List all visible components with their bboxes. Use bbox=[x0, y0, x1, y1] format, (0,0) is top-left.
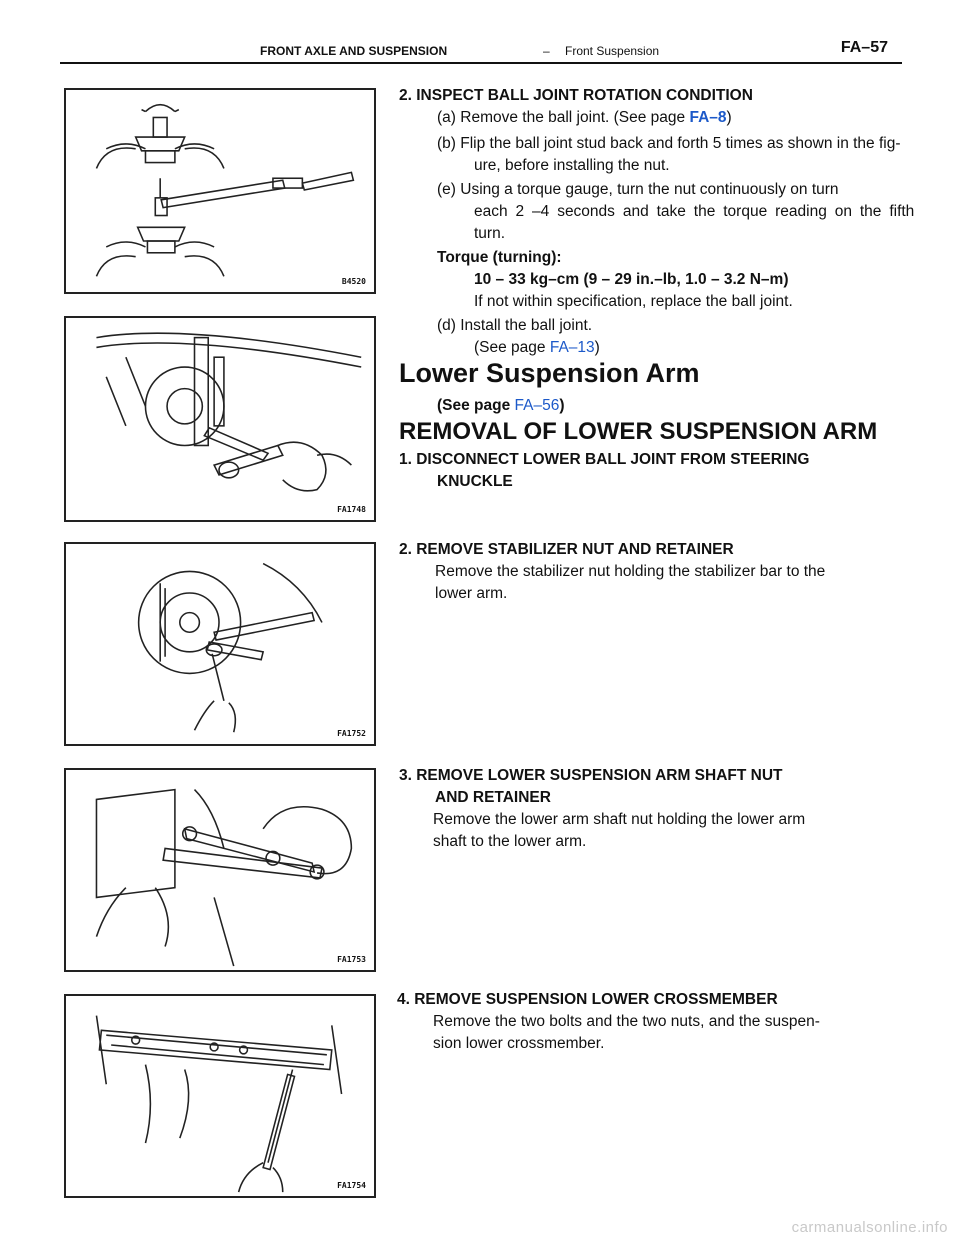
section-see-page-close: ) bbox=[559, 397, 565, 414]
figure-code: B4520 bbox=[341, 277, 366, 286]
inspect-step-a-text: (a) Remove the ball joint. (See page bbox=[437, 109, 690, 126]
header-section-title: FRONT AXLE AND SUSPENSION bbox=[260, 44, 448, 58]
step-3-line4: shaft to the lower arm. bbox=[433, 833, 587, 850]
step-4-heading: 4. REMOVE SUSPENSION LOWER CROSSMEMBER bbox=[397, 991, 778, 1008]
torque-label: Torque (turning): bbox=[437, 249, 562, 266]
watermark-text: carmanualsonline.info bbox=[791, 1219, 948, 1236]
step-2-line1: Remove the stabilizer nut holding the st… bbox=[435, 563, 826, 580]
figure-lower-arm-shaft: FA1753 bbox=[64, 768, 376, 972]
header-separator: – bbox=[543, 44, 550, 58]
page-number: FA–57 bbox=[840, 39, 888, 56]
figure-code: FA1748 bbox=[337, 505, 366, 514]
ball-joint-illustration bbox=[95, 103, 355, 277]
inspect-heading: 2. INSPECT BALL JOINT ROTATION CONDITION bbox=[399, 87, 753, 104]
inspect-step-d-ref: (See page FA–13) bbox=[474, 338, 600, 358]
torque-value: 10 – 33 kg–cm (9 – 29 in.–lb, 1.0 – 3.2 … bbox=[474, 271, 789, 288]
figure-lower-crossmember: FA1754 bbox=[64, 994, 376, 1198]
step-2-line2: lower arm. bbox=[435, 585, 508, 602]
lower-arm-shaft-illustration bbox=[95, 788, 353, 967]
section-see-page: (See page FA–56) bbox=[437, 396, 565, 416]
torque-note: If not within specification, replace the… bbox=[474, 293, 793, 310]
figure-steering-knuckle: FA1748 bbox=[64, 316, 376, 522]
page-link-fa-13[interactable]: FA–13 bbox=[549, 339, 595, 356]
header-subsection-title: Front Suspension bbox=[565, 44, 660, 58]
page-header: FRONT AXLE AND SUSPENSION – Front Suspen… bbox=[60, 39, 902, 64]
step-3-line3: Remove the lower arm shaft nut holding t… bbox=[433, 811, 806, 828]
steering-knuckle-illustration bbox=[96, 332, 362, 492]
page-link-fa-56[interactable]: FA–56 bbox=[514, 397, 560, 414]
page-link-fa-8[interactable]: FA–8 bbox=[689, 109, 727, 126]
inspect-step-a-close: ) bbox=[726, 109, 732, 126]
step-4-line2: sion lower crossmember. bbox=[433, 1035, 605, 1052]
figure-code: FA1752 bbox=[337, 729, 366, 738]
inspect-step-b-line2: ure, before installing the nut. bbox=[474, 157, 670, 174]
figure-code: FA1753 bbox=[337, 955, 366, 964]
inspect-step-e-line3: turn. bbox=[474, 225, 506, 242]
inspect-step-d-ref-close: ) bbox=[594, 339, 600, 356]
removal-title: REMOVAL OF LOWER SUSPENSION ARM bbox=[399, 418, 878, 445]
step-3-line1: 3. REMOVE LOWER SUSPENSION ARM SHAFT NUT bbox=[399, 767, 783, 784]
inspect-step-b-line1: (b) Flip the ball joint stud back and fo… bbox=[437, 135, 901, 152]
inspect-step-a: (a) Remove the ball joint. (See page FA–… bbox=[437, 108, 732, 128]
step-1-line2: KNUCKLE bbox=[437, 473, 513, 490]
figure-code: FA1754 bbox=[337, 1181, 366, 1190]
step-4-line1: Remove the two bolts and the two nuts, a… bbox=[433, 1013, 820, 1030]
figure-stabilizer-nut: FA1752 bbox=[64, 542, 376, 746]
inspect-step-e-line1: (e) Using a torque gauge, turn the nut c… bbox=[437, 181, 839, 198]
stabilizer-nut-illustration bbox=[137, 562, 323, 733]
inspect-step-d-ref-text: (See page bbox=[474, 339, 550, 356]
section-see-page-text: (See page bbox=[437, 397, 515, 414]
lower-crossmember-illustration bbox=[95, 1015, 343, 1193]
step-1-line1: 1. DISCONNECT LOWER BALL JOINT FROM STEE… bbox=[399, 451, 810, 468]
figure-ball-joint-rotation: B4520 bbox=[64, 88, 376, 294]
inspect-step-e-line2: each 2 –4 seconds and take the torque re… bbox=[474, 203, 915, 220]
section-title: Lower Suspension Arm bbox=[399, 358, 700, 388]
step-2-heading: 2. REMOVE STABILIZER NUT AND RETAINER bbox=[399, 541, 734, 558]
step-3-line2: AND RETAINER bbox=[435, 789, 551, 806]
inspect-step-d-line1: (d) Install the ball joint. bbox=[437, 317, 593, 334]
